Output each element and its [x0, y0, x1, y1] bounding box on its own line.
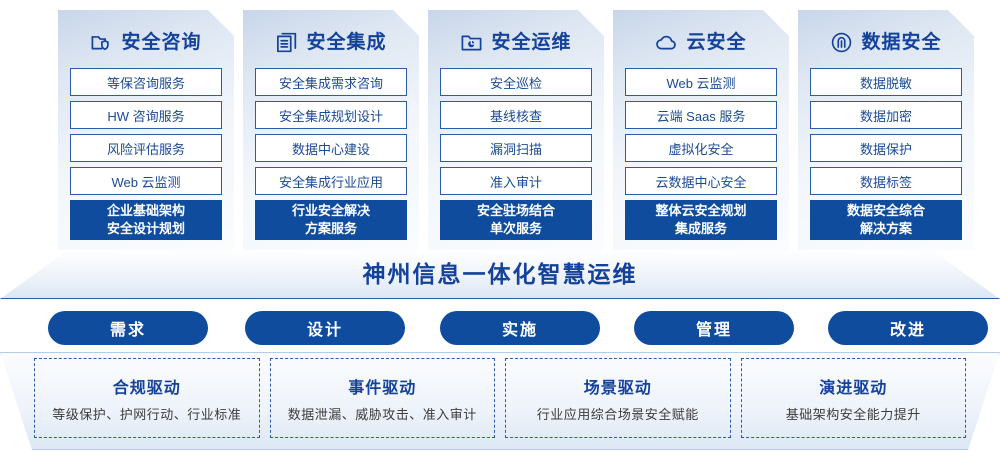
card-footer-line: 方案服务 [304, 221, 357, 236]
card-item[interactable]: 安全集成规划设计 [255, 101, 407, 129]
driver-box-compliance[interactable]: 合规驱动 等级保护、护网行动、行业标准 [34, 358, 260, 438]
card-header: 安全集成 [255, 24, 407, 60]
card-item[interactable]: 安全巡检 [440, 68, 592, 96]
card-footer-highlight[interactable]: 整体云安全规划 集成服务 [625, 200, 777, 240]
driver-box-incident[interactable]: 事件驱动 数据泄漏、威胁攻击、准入审计 [269, 358, 495, 438]
capability-cards-row: 安全咨询 等保咨询服务 HW 咨询服务 风险评估服务 Web 云监测 企业基础架… [0, 0, 1000, 258]
card-title: 安全集成 [306, 31, 387, 53]
card-item[interactable]: 数据标签 [810, 167, 962, 195]
card-item[interactable]: Web 云监测 [70, 167, 222, 195]
capability-card-security-integration[interactable]: 安全集成 安全集成需求咨询 安全集成规划设计 数据中心建设 安全集成行业应用 行… [243, 10, 419, 250]
driver-box-scenario[interactable]: 场景驱动 行业应用综合场景安全赋能 [505, 358, 731, 438]
phase-pill-management[interactable]: 管理 [634, 311, 794, 345]
driver-description: 数据泄漏、威胁攻击、准入审计 [287, 406, 477, 422]
phase-pill-improvement[interactable]: 改进 [828, 311, 988, 345]
card-footer-line: 安全驻场结合 [476, 203, 555, 219]
card-item[interactable]: 数据保护 [810, 134, 962, 162]
card-item[interactable]: 数据脱敏 [810, 68, 962, 96]
card-footer-line: 集成服务 [674, 221, 727, 236]
stacked-documents-icon [275, 31, 298, 54]
card-item[interactable]: 云数据中心安全 [625, 167, 777, 195]
card-footer-highlight[interactable]: 企业基础架构 安全设计规划 [70, 200, 222, 240]
card-item[interactable]: 基线核查 [440, 101, 592, 129]
card-item[interactable]: 数据加密 [810, 101, 962, 129]
capability-card-data-security[interactable]: 数据安全 数据脱敏 数据加密 数据保护 数据标签 数据安全综合 解决方案 [798, 10, 974, 250]
card-footer-highlight[interactable]: 行业安全解决 方案服务 [255, 200, 407, 240]
cloud-icon [655, 31, 678, 54]
card-footer-line: 企业基础架构 [106, 203, 185, 219]
card-footer-highlight[interactable]: 安全驻场结合 单次服务 [440, 200, 592, 240]
card-title: 安全咨询 [121, 31, 202, 53]
card-item[interactable]: 准入审计 [440, 167, 592, 195]
card-title: 安全运维 [491, 31, 572, 53]
card-footer-highlight[interactable]: 数据安全综合 解决方案 [810, 200, 962, 240]
card-header: 安全咨询 [70, 24, 222, 60]
card-title: 数据安全 [861, 31, 942, 53]
card-item[interactable]: 虚拟化安全 [625, 134, 777, 162]
driver-description: 基础架构安全能力提升 [785, 406, 921, 422]
driver-title: 事件驱动 [348, 379, 417, 397]
card-footer-line: 行业安全解决 [291, 203, 370, 219]
card-footer-line: 整体云安全规划 [655, 203, 747, 219]
capability-card-cloud-security[interactable]: 云安全 Web 云监测 云端 Saas 服务 虚拟化安全 云数据中心安全 整体云… [613, 10, 789, 250]
card-header: 安全运维 [440, 24, 592, 60]
card-item[interactable]: 安全集成行业应用 [255, 167, 407, 195]
card-item[interactable]: 漏洞扫描 [440, 134, 592, 162]
folder-shield-icon [90, 31, 113, 54]
driver-box-evolution[interactable]: 演进驱动 基础架构安全能力提升 [740, 358, 966, 438]
card-header: 云安全 [625, 24, 777, 60]
capability-card-security-consulting[interactable]: 安全咨询 等保咨询服务 HW 咨询服务 风险评估服务 Web 云监测 企业基础架… [58, 10, 234, 250]
card-header: 数据安全 [810, 24, 962, 60]
card-item[interactable]: 数据中心建设 [255, 134, 407, 162]
phase-pill-requirement[interactable]: 需求 [48, 311, 208, 345]
card-item[interactable]: Web 云监测 [625, 68, 777, 96]
card-footer-line: 安全设计规划 [106, 221, 185, 236]
card-footer-line: 解决方案 [859, 221, 912, 236]
capability-card-security-operations[interactable]: 安全运维 安全巡检 基线核查 漏洞扫描 准入审计 安全驻场结合 单次服务 [428, 10, 604, 250]
card-item[interactable]: 等保咨询服务 [70, 68, 222, 96]
drivers-row: 合规驱动 等级保护、护网行动、行业标准 事件驱动 数据泄漏、威胁攻击、准入审计 … [0, 358, 1000, 438]
folder-chart-icon [460, 31, 483, 54]
platform-banner: 神州信息一体化智慧运维 [0, 250, 1000, 299]
platform-banner-title: 神州信息一体化智慧运维 [362, 261, 638, 287]
driver-title: 场景驱动 [583, 379, 652, 397]
driver-description: 等级保护、护网行动、行业标准 [52, 406, 242, 422]
card-item[interactable]: HW 咨询服务 [70, 101, 222, 129]
phase-pill-design[interactable]: 设计 [245, 311, 405, 345]
fingerprint-icon [830, 31, 853, 54]
card-title: 云安全 [686, 31, 747, 53]
driver-description: 行业应用综合场景安全赋能 [536, 406, 699, 422]
drivers-panel [0, 352, 1000, 450]
card-item[interactable]: 安全集成需求咨询 [255, 68, 407, 96]
phase-pill-implementation[interactable]: 实施 [440, 311, 600, 345]
driver-title: 合规驱动 [112, 379, 181, 397]
card-item[interactable]: 云端 Saas 服务 [625, 101, 777, 129]
phase-pill-row: 需求 设计 实施 管理 改进 [0, 311, 1000, 345]
card-item[interactable]: 风险评估服务 [70, 134, 222, 162]
card-footer-line: 数据安全综合 [846, 203, 925, 219]
card-footer-line: 单次服务 [489, 221, 542, 236]
driver-title: 演进驱动 [819, 379, 888, 397]
